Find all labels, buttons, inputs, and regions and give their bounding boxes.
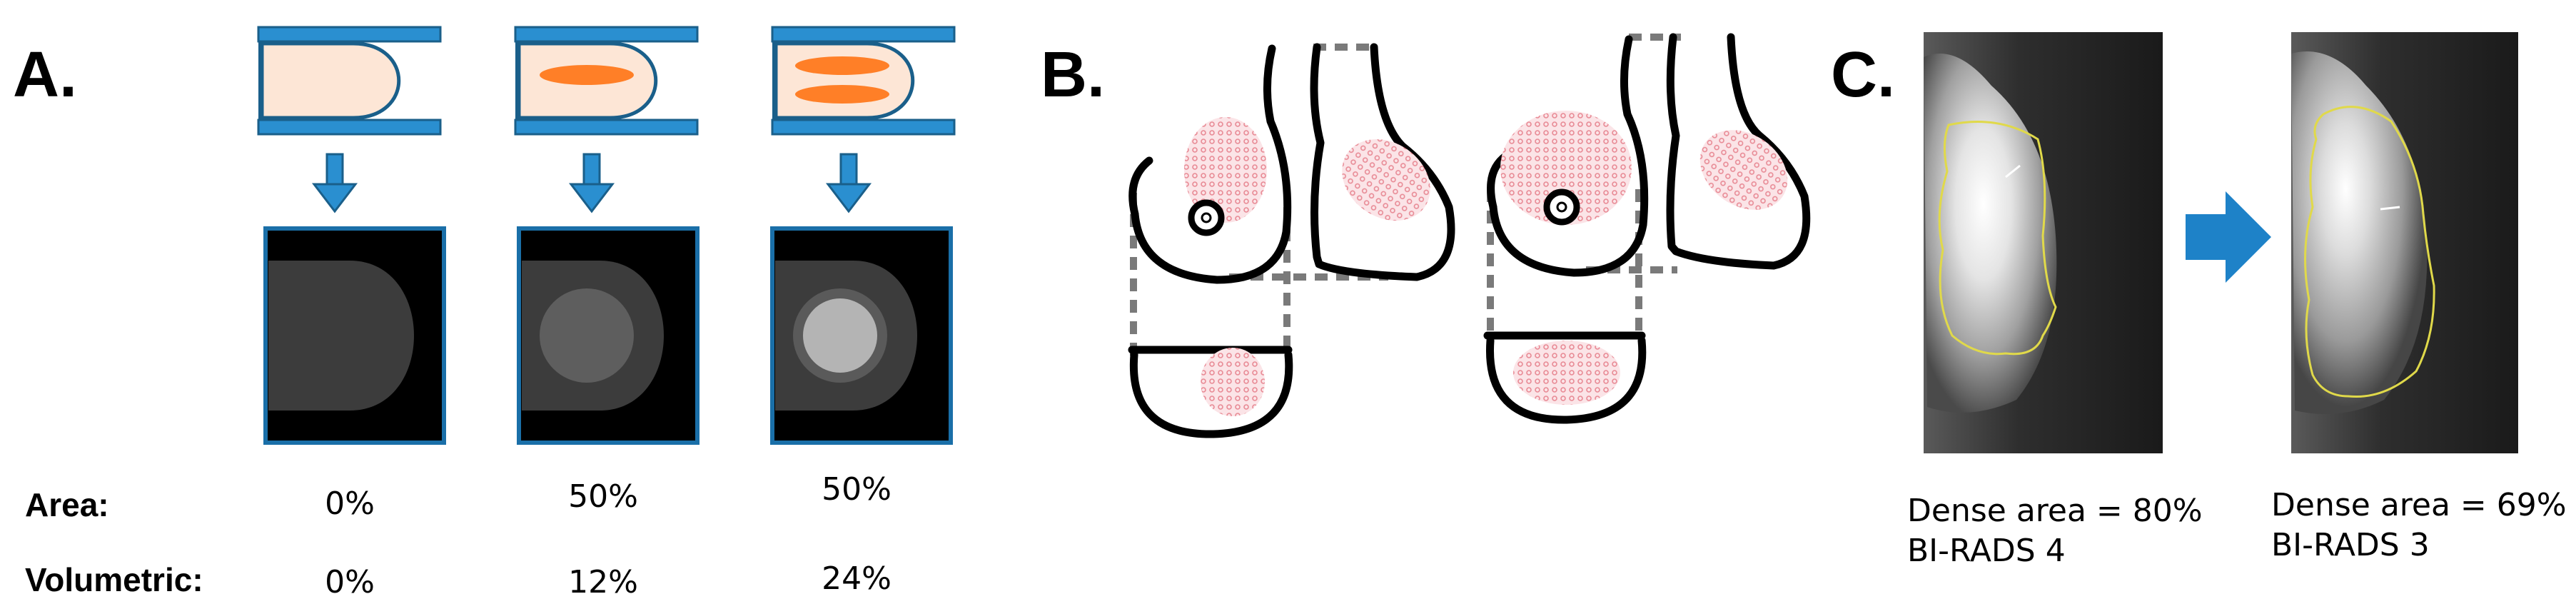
panel-b [1128, 33, 1811, 438]
mammogram-1-dense-area: Dense area = 80% [1907, 493, 2203, 529]
compression-diagram-3 [771, 26, 956, 136]
area-value-2: 50% [568, 478, 638, 515]
projection-image-1 [263, 226, 446, 445]
down-arrow-icon [568, 153, 615, 213]
projection-image-3 [770, 226, 953, 445]
right-arrow-icon [2186, 191, 2271, 283]
breast-outline-frontal-left [1128, 44, 1292, 284]
mammogram-image-1 [1924, 32, 2163, 453]
projection-image-2 [517, 226, 699, 445]
panel-c-label: C. [1831, 39, 1895, 111]
breast-outline-bottom-left [1128, 346, 1293, 438]
volumetric-value-2: 12% [568, 564, 638, 600]
mammogram-image-2 [2291, 32, 2518, 453]
breast-outline-bottom-right [1483, 331, 1647, 424]
volumetric-value-1: 0% [325, 564, 375, 600]
compression-diagram-2 [514, 26, 699, 136]
down-arrow-icon [311, 153, 358, 213]
area-value-3: 50% [822, 471, 892, 508]
panel-a [257, 26, 956, 445]
volumetric-value-3: 24% [822, 560, 892, 597]
mammogram-2-dense-area: Dense area = 69% [2271, 487, 2567, 523]
down-arrow-icon [825, 153, 872, 213]
breast-outline-lateral-left [1310, 43, 1455, 281]
projection-guides-left [1130, 44, 1388, 357]
mammogram-1-birads: BI-RADS 4 [1907, 533, 2066, 569]
panel-c [1924, 32, 2518, 453]
panel-a-label: A. [13, 39, 77, 111]
panel-b-label: B. [1041, 39, 1105, 111]
compression-diagram-1 [257, 26, 442, 136]
volumetric-row-label: Volumetric: [25, 561, 203, 598]
area-row-label: Area: [25, 486, 109, 523]
area-value-1: 0% [325, 485, 375, 522]
breast-outline-frontal-right [1487, 35, 1649, 277]
breast-outline-lateral-right [1666, 33, 1811, 270]
mammogram-2-birads: BI-RADS 3 [2271, 527, 2430, 563]
